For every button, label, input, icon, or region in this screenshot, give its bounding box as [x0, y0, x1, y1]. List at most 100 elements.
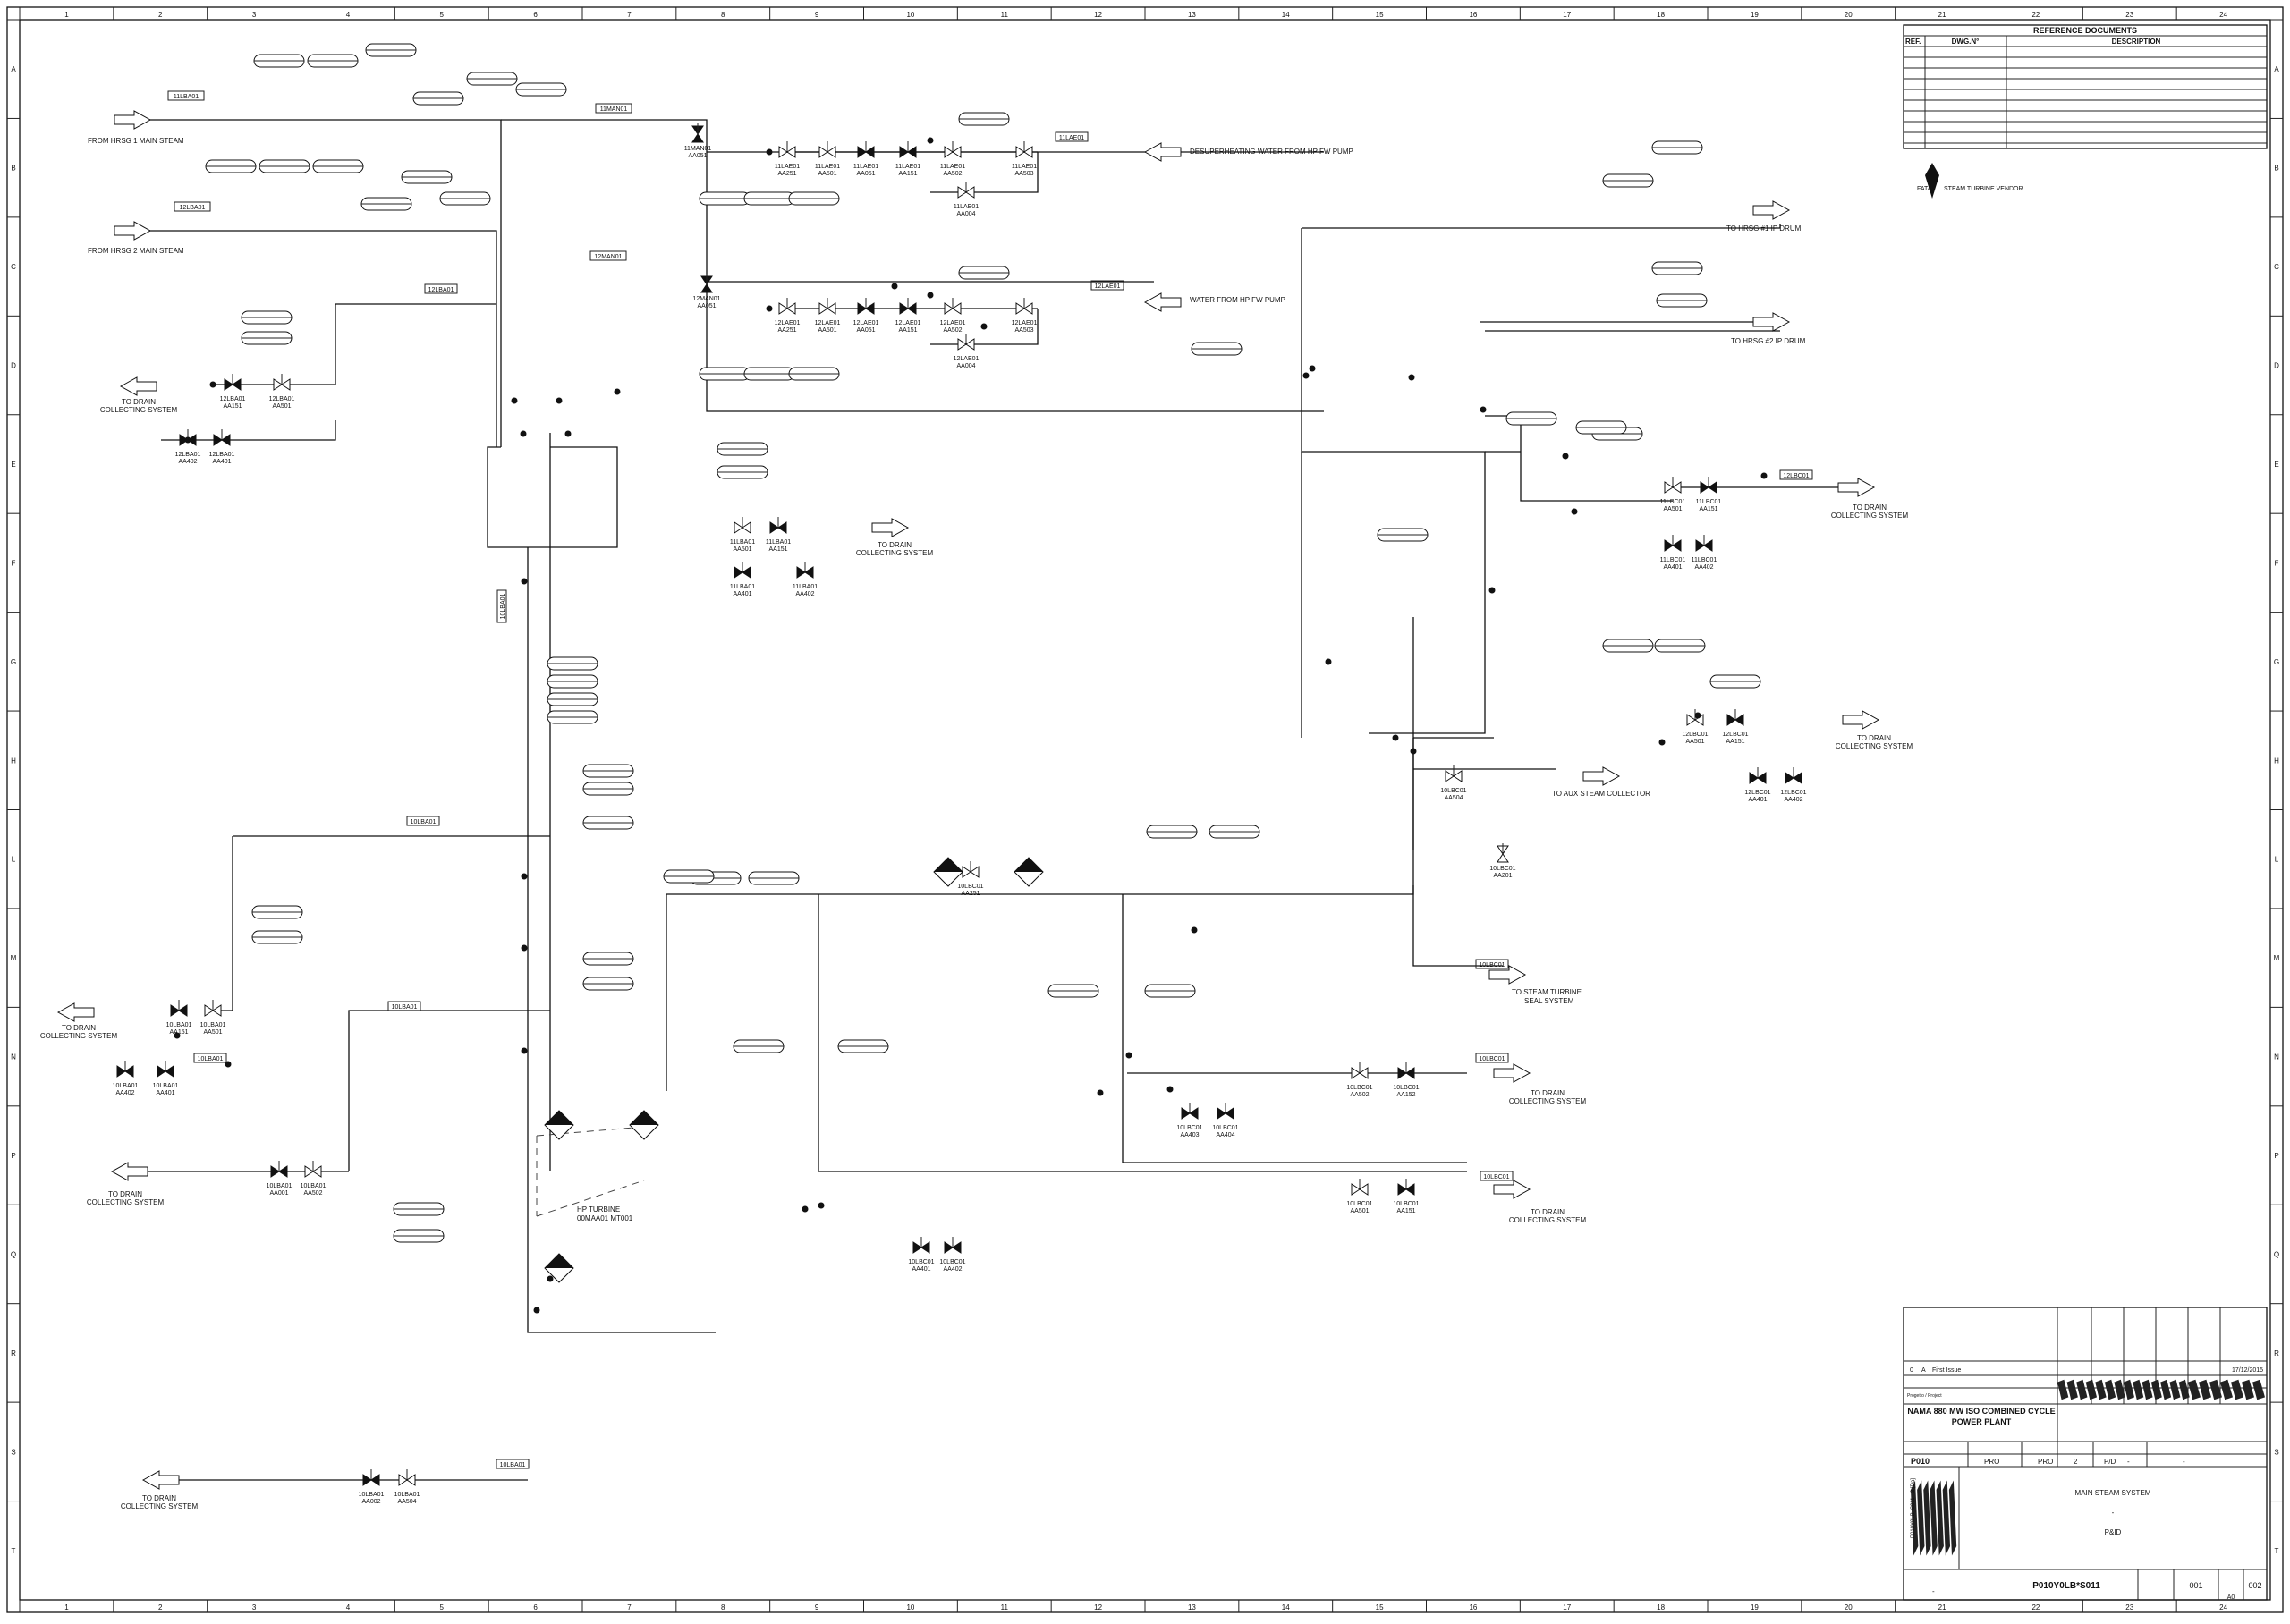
- valve-tag: 10LBC01: [1489, 866, 1515, 872]
- valve-subtag: AA151: [768, 546, 787, 553]
- flow-arrow-left: [119, 376, 157, 396]
- valve-subtag: AA151: [1726, 739, 1744, 745]
- valve-icon: [944, 1237, 962, 1254]
- row-label-left: N: [11, 1053, 16, 1062]
- connection-dot: [1166, 1086, 1174, 1093]
- valve-subtag: AA503: [1014, 327, 1033, 334]
- valve-tag: 11LAE01: [940, 164, 965, 170]
- valve-subtag: AA501: [818, 327, 836, 334]
- row-label-right: H: [2274, 757, 2279, 765]
- label-collecting-system: COLLECTING SYSTEM: [87, 1198, 165, 1206]
- valve-icon: [912, 1237, 930, 1254]
- row-label-left: T: [12, 1547, 16, 1555]
- flow-element-fill: [934, 858, 963, 872]
- field-dash-1: -: [2127, 1458, 2130, 1466]
- label-to-drain: TO DRAIN: [122, 398, 156, 406]
- column-label-bottom: 10: [906, 1603, 914, 1611]
- label-to-drain: TO DRAIN: [62, 1024, 96, 1032]
- valve-icon: [944, 141, 962, 158]
- valve-icon: [1351, 1062, 1369, 1079]
- reference-title: REFERENCE DOCUMENTS: [2033, 26, 2137, 35]
- row-label-right: N: [2274, 1053, 2279, 1062]
- valve-subtag: AA401: [1748, 797, 1767, 803]
- row-label-left: E: [11, 461, 15, 469]
- row-label-right: E: [2274, 461, 2278, 469]
- valve-icon: [1015, 298, 1033, 315]
- valve-tag: 11LAE01: [815, 164, 840, 170]
- valve-tag: 12LAE01: [853, 320, 879, 326]
- valve-icon: [1700, 477, 1718, 494]
- row-label-left: A: [11, 65, 16, 73]
- tag-12lba01-b: 12LBA01: [428, 287, 454, 293]
- label-collecting-system: COLLECTING SYSTEM: [121, 1502, 199, 1510]
- valve-tag: 11MAN01: [684, 146, 712, 152]
- reference-documents-table: REFERENCE DOCUMENTS REF. DWG.N° DESCRIPT…: [1903, 24, 2268, 199]
- column-label-bottom: 14: [1282, 1603, 1290, 1611]
- valve-subtag: AA504: [1444, 795, 1463, 801]
- valve-subtag: AA051: [688, 153, 707, 159]
- valve-icon: [818, 298, 836, 315]
- row-label-right: T: [2275, 1547, 2279, 1555]
- label-to-hrsg1-ip-drum: TO HRSG #1 IP DRUM: [1726, 224, 1802, 233]
- pro-code-1: PRO: [1984, 1458, 1999, 1466]
- valve-subtag: AA151: [223, 403, 242, 410]
- logo-stroke: [1917, 1480, 1925, 1556]
- label-to-drain: TO DRAIN: [1857, 734, 1891, 742]
- column-label-top: 6: [533, 11, 538, 19]
- label-collecting-system: COLLECTING SYSTEM: [1509, 1097, 1587, 1105]
- valve-icon: [224, 374, 242, 391]
- valve-icon: [157, 1061, 174, 1078]
- flow-arrow-left: [1143, 292, 1182, 312]
- logo-stroke: [2160, 1379, 2172, 1400]
- valve-tag: 11LBA01: [793, 584, 818, 590]
- logo-stroke: [2085, 1379, 2098, 1400]
- label-collecting-system: COLLECTING SYSTEM: [856, 549, 934, 557]
- valve-icon: [170, 1000, 188, 1017]
- valve-subtag: AA502: [303, 1190, 322, 1197]
- connection-dot: [521, 944, 528, 952]
- field-dash-2: -: [2183, 1458, 2185, 1466]
- logo-stroke: [2095, 1379, 2107, 1400]
- column-label-bottom: 21: [1938, 1603, 1946, 1611]
- label-water-hp-fw-pump: WATER FROM HP FW PUMP: [1190, 296, 1285, 304]
- connection-dot: [209, 381, 216, 388]
- valve-icon: [796, 562, 814, 579]
- tag-11lae01: 11LAE01: [1059, 135, 1084, 141]
- logo-stroke: [2252, 1379, 2265, 1400]
- column-label-bottom: 16: [1469, 1603, 1477, 1611]
- valve-subtag: AA403: [1180, 1132, 1199, 1138]
- valve-subtag: AA051: [856, 171, 875, 177]
- reference-col-dwg: DWG.N°: [1952, 38, 1980, 46]
- connection-dot: [1302, 372, 1310, 379]
- row-label-left: R: [11, 1349, 16, 1358]
- valve-subtag: AA401: [212, 459, 231, 465]
- valve-tag: 11LBA01: [766, 539, 791, 546]
- valve-tag: 11LAE01: [775, 164, 800, 170]
- valve-icon: [691, 123, 704, 143]
- logo-stroke: [2188, 1379, 2201, 1400]
- logo-stroke: [2209, 1379, 2222, 1400]
- valve-tag: 10LBC01: [957, 884, 983, 890]
- label-seal-2: SEAL SYSTEM: [1524, 997, 1574, 1005]
- valve-tag: 11LBC01: [1660, 557, 1686, 563]
- label-collecting-system: COLLECTING SYSTEM: [1836, 742, 1913, 750]
- label-to-hrsg2-ip-drum: TO HRSG #2 IP DRUM: [1731, 337, 1806, 345]
- tag-10lba01-e: 10LBA01: [500, 593, 506, 619]
- valve-tag: 11LAE01: [1012, 164, 1037, 170]
- connection-dot: [1480, 406, 1487, 413]
- logo-stroke: [1936, 1480, 1944, 1556]
- valve-icon: [270, 1161, 288, 1178]
- valve-icon: [957, 182, 975, 199]
- valve-tag: 10LBA01: [113, 1083, 139, 1089]
- valve-subtag: AA251: [961, 891, 980, 897]
- logo-stroke: [2066, 1379, 2078, 1400]
- flow-arrow-right: [1752, 200, 1791, 220]
- column-label-top: 17: [1563, 11, 1571, 19]
- column-label-bottom: 7: [627, 1603, 632, 1611]
- connection-dot: [547, 1275, 554, 1282]
- valve-tag: 10LBA01: [267, 1183, 293, 1189]
- row-label-left: M: [11, 954, 17, 962]
- label-hrsg1-main-steam: FROM HRSG 1 MAIN STEAM: [88, 137, 184, 145]
